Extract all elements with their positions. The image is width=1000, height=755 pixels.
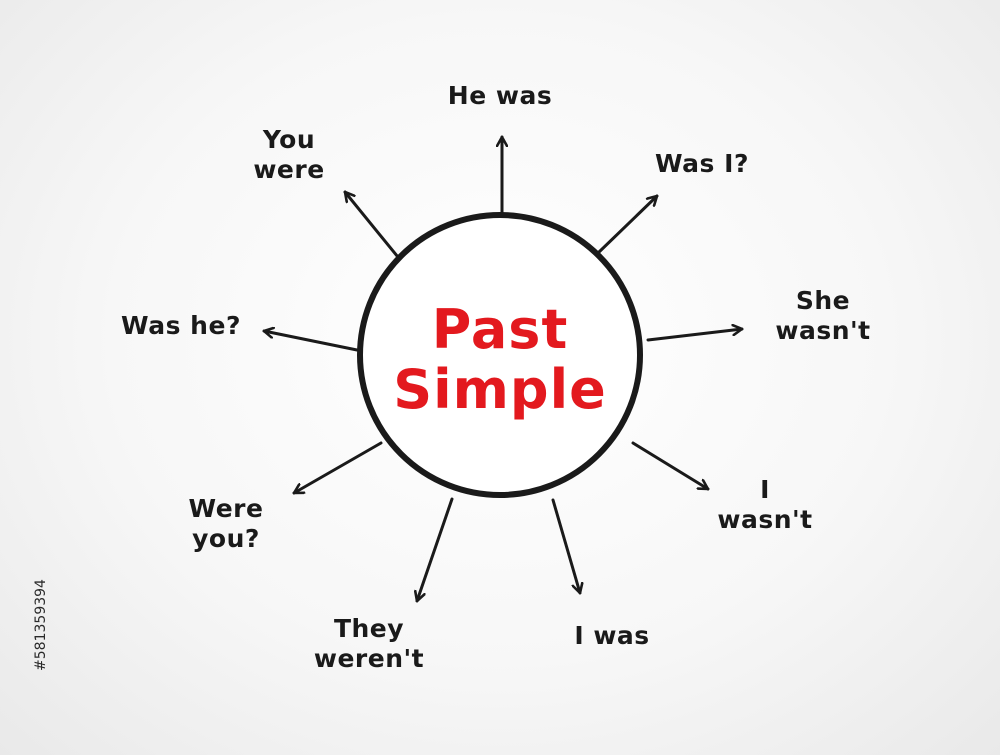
label-line: I bbox=[760, 475, 770, 504]
label-line: She bbox=[796, 286, 850, 315]
label-line: wasn't bbox=[775, 316, 870, 345]
label-line: Were bbox=[189, 494, 264, 523]
arrow-i-wasnt bbox=[631, 441, 710, 491]
label-line: They bbox=[334, 614, 404, 643]
stock-id-text: #581359394 bbox=[33, 579, 49, 671]
arrow-you-were bbox=[343, 190, 404, 264]
label-was-he: Was he? bbox=[121, 311, 241, 340]
label-i-was: I was bbox=[574, 621, 649, 650]
label-line: Was he? bbox=[121, 311, 241, 340]
label-line: wasn't bbox=[717, 505, 812, 534]
arrow-was-he bbox=[262, 331, 359, 352]
label-line: weren't bbox=[314, 644, 424, 673]
label-line: were bbox=[253, 155, 324, 184]
label-he-was: He was bbox=[448, 81, 552, 110]
arrow-they-werent bbox=[417, 497, 454, 603]
label-line: He was bbox=[448, 81, 552, 110]
center-title-line1: Past bbox=[432, 298, 569, 361]
arrow-i-was bbox=[551, 498, 580, 595]
stock-id: #581359394 bbox=[30, 520, 52, 730]
label-line: I was bbox=[574, 621, 649, 650]
label-line: you? bbox=[192, 524, 260, 553]
label-line: Was I? bbox=[655, 149, 749, 178]
arrow-was-i bbox=[596, 194, 659, 255]
label-line: You bbox=[262, 125, 315, 154]
center-circle bbox=[357, 212, 643, 498]
arrow-she-wasnt bbox=[646, 329, 744, 342]
arrow-were-you bbox=[292, 441, 383, 495]
branch-arrows bbox=[262, 135, 744, 603]
label-was-i: Was I? bbox=[655, 149, 749, 178]
center-title-line2: Simple bbox=[393, 358, 606, 421]
